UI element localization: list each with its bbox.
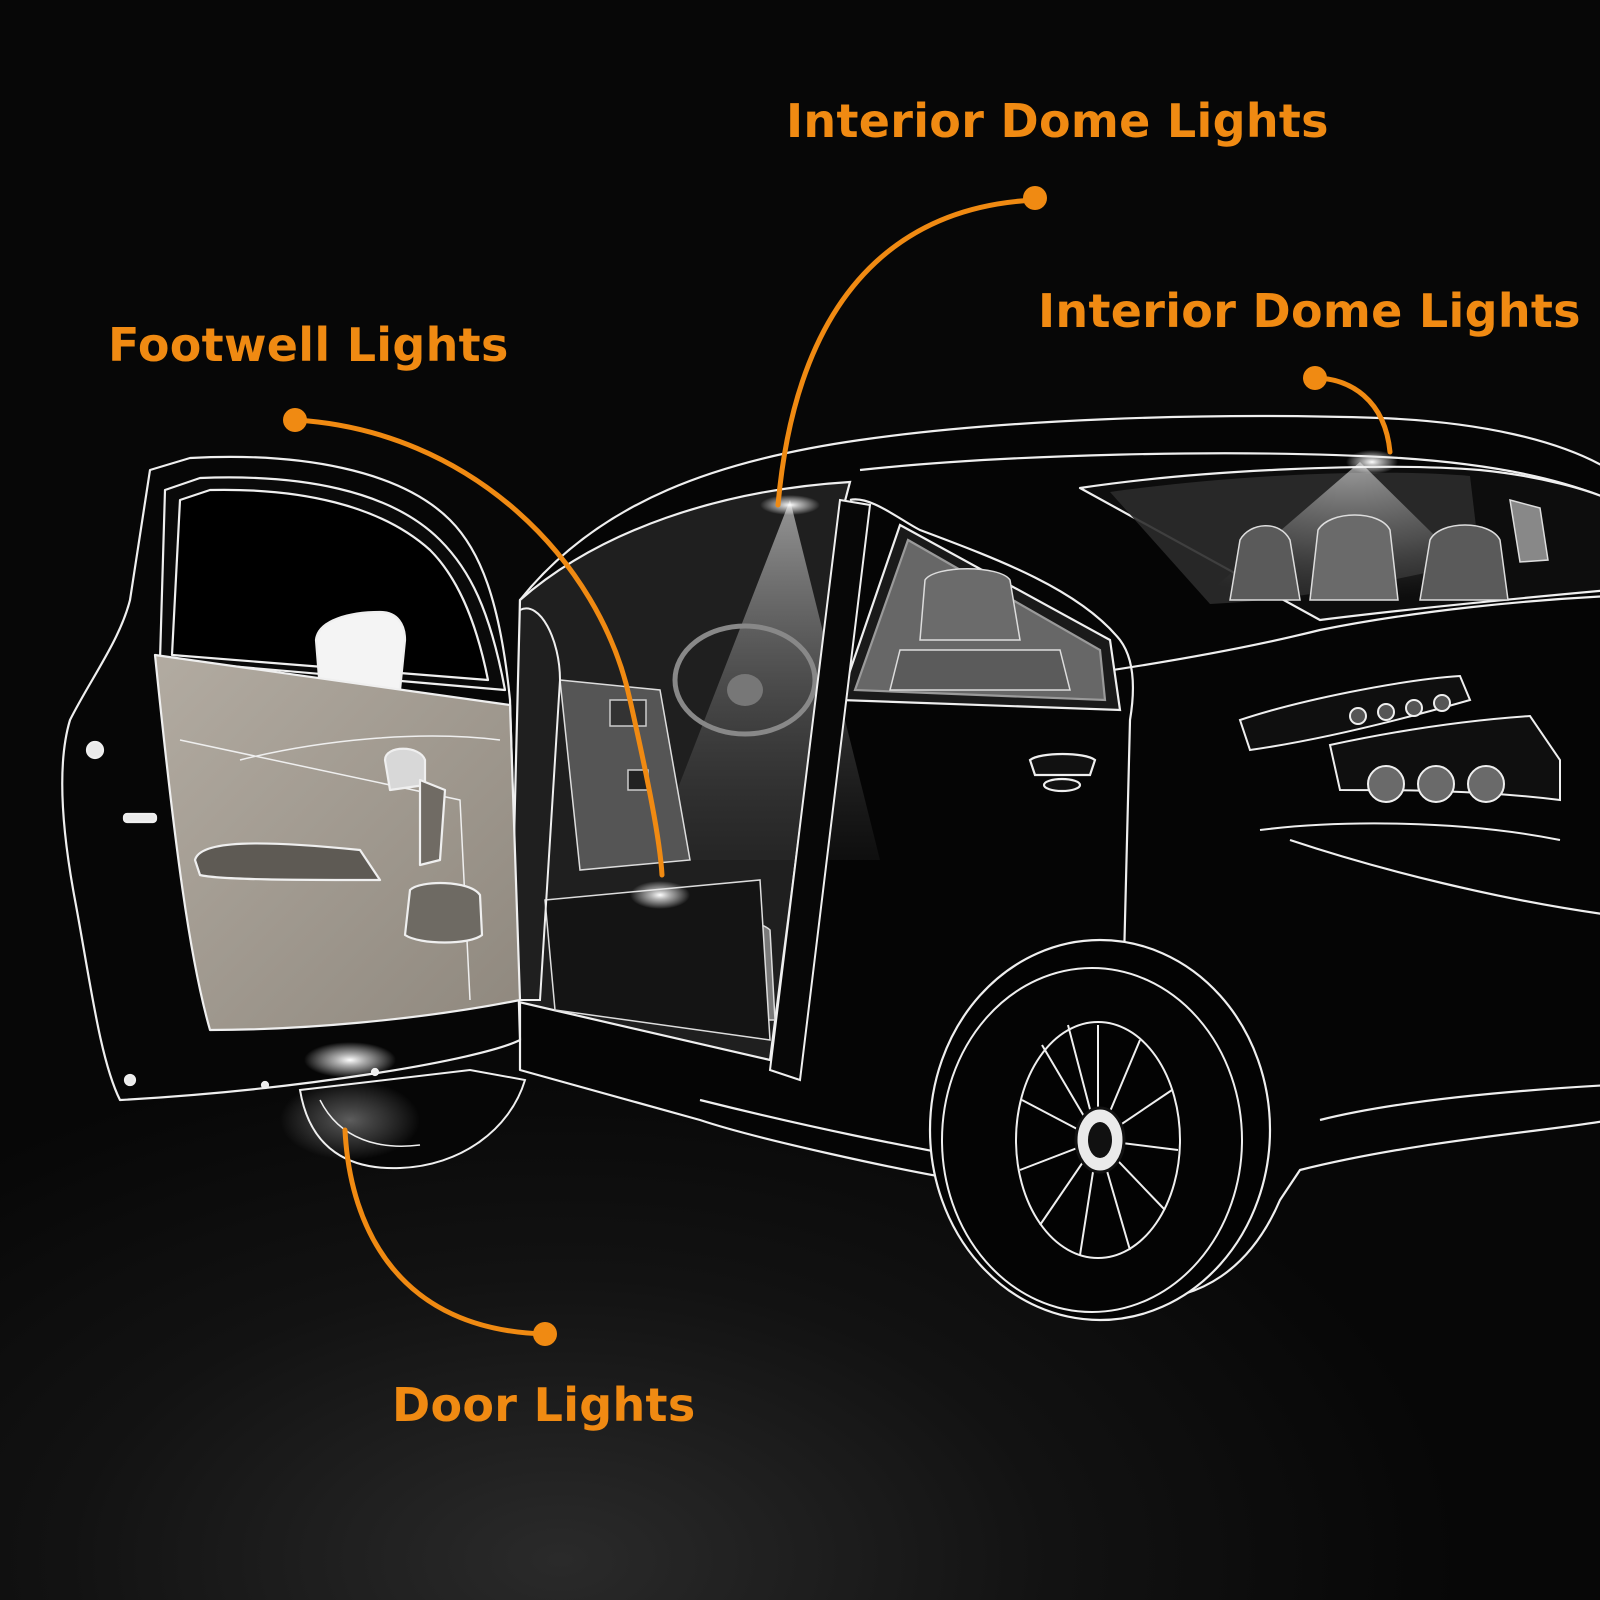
callout-dots [283, 186, 1327, 1346]
label-footwell-lights: Footwell Lights [108, 318, 509, 372]
rear-door [838, 498, 1135, 1121]
dot-footwell [283, 408, 307, 432]
leader-dome-top [775, 197, 1038, 508]
callout-leaders [292, 197, 1393, 1337]
leader-footwell [292, 417, 665, 878]
leader-door [342, 1127, 548, 1337]
label-door-lights: Door Lights [392, 1378, 696, 1432]
dot-dome-right [1303, 366, 1327, 390]
open-front-door [61, 455, 522, 1102]
rear-cabin [1110, 450, 1549, 604]
label-interior-dome-lights-top: Interior Dome Lights [786, 94, 1329, 148]
door-light-spot [304, 1042, 396, 1078]
label-interior-dome-lights-right: Interior Dome Lights [1038, 284, 1581, 338]
front-cabin [505, 480, 880, 1082]
dot-dome-top [1023, 186, 1047, 210]
tail-light [1238, 674, 1561, 841]
rear-wheel [928, 938, 1272, 1322]
dot-door [533, 1322, 557, 1346]
ground-light-pool [280, 1080, 420, 1160]
